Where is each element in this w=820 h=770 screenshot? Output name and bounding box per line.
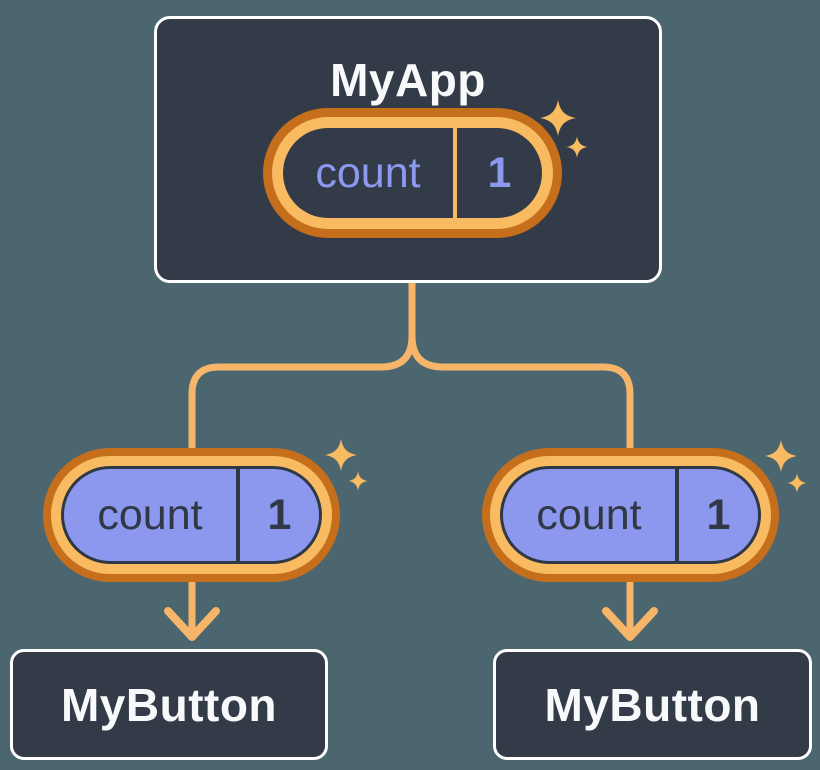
arrow-left-head-icon xyxy=(164,607,220,641)
state-pill-parent-body: count 1 xyxy=(283,128,542,218)
component-label-mybutton-right: MyButton xyxy=(544,678,761,731)
arrow-right-head-icon xyxy=(602,607,658,641)
state-value: 1 xyxy=(487,148,512,197)
state-name: count xyxy=(97,490,203,539)
sparkle-icon-left-large xyxy=(325,439,357,471)
state-pill-child-left-body: count 1 xyxy=(61,466,322,564)
state-value: 1 xyxy=(267,490,292,539)
state-pill-parent-ring: count 1 xyxy=(272,117,553,229)
component-node-mybutton-right: MyButton xyxy=(493,649,812,760)
sparkle-icon-right-small xyxy=(787,473,807,493)
state-pill-parent: count 1 xyxy=(263,108,562,238)
state-pill-child-left: count 1 xyxy=(43,448,340,582)
component-label-myapp: MyApp xyxy=(330,54,486,106)
component-label-mybutton-left: MyButton xyxy=(60,678,278,731)
state-pill-child-left-ring: count 1 xyxy=(51,456,332,574)
pill-divider xyxy=(675,469,679,561)
state-name: count xyxy=(315,148,421,197)
state-name: count xyxy=(536,490,642,539)
pill-divider xyxy=(453,128,457,218)
state-value: 1 xyxy=(706,490,731,539)
sparkle-icon-left-small xyxy=(348,471,368,491)
sparkle-icon-right-large xyxy=(765,440,797,472)
connector-fork-right xyxy=(408,276,634,456)
pill-divider xyxy=(236,469,240,561)
component-node-mybutton-left: MyButton xyxy=(10,649,328,760)
connector-fork-left xyxy=(188,276,416,456)
state-pill-child-right-ring: count 1 xyxy=(490,456,771,574)
state-pill-child-right-body: count 1 xyxy=(500,466,761,564)
state-pill-child-right: count 1 xyxy=(482,448,779,582)
